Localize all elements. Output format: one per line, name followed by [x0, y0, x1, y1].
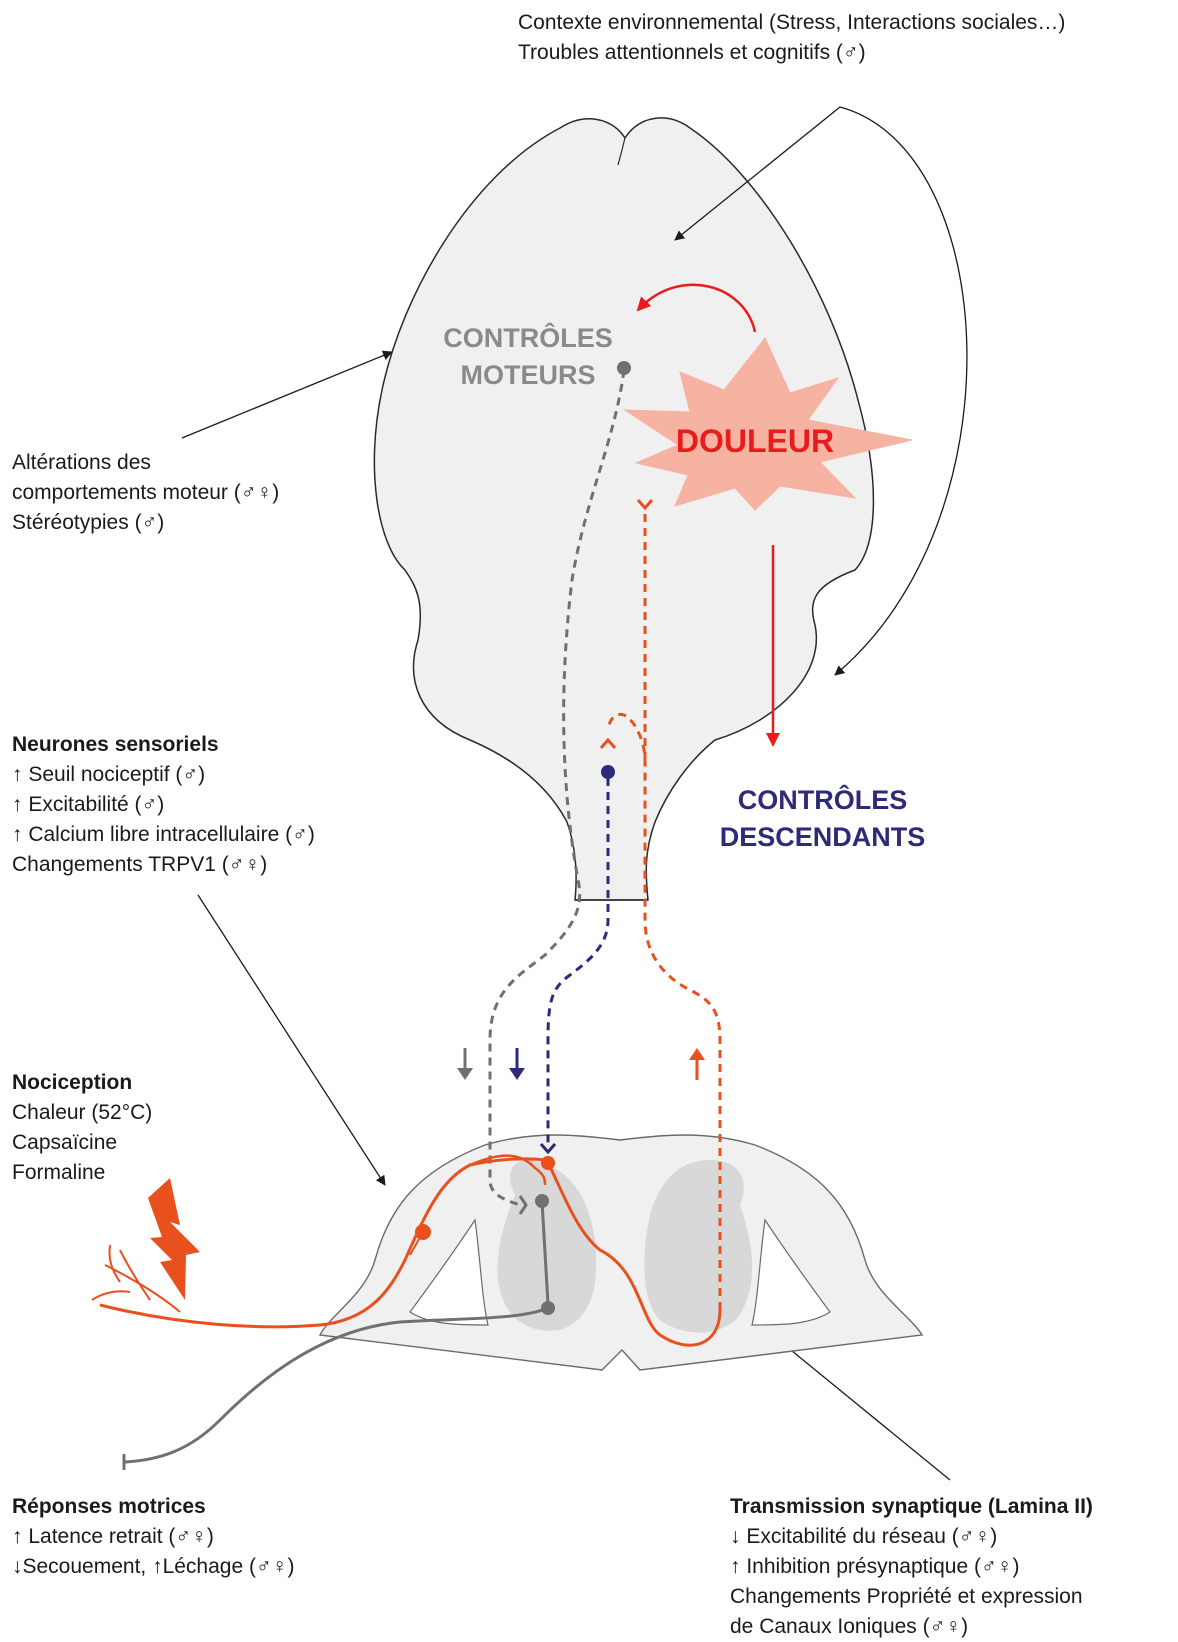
motor-controls-line2: MOTEURS	[428, 357, 628, 394]
ascending-up-arrow	[689, 1048, 705, 1080]
descending-controls-line2: DESCENDANTS	[695, 819, 950, 856]
sensory-neurons-item: ↑ Excitabilité (♂)	[12, 790, 315, 820]
sensory-neurons-item: Changements TRPV1 (♂♀)	[12, 850, 315, 880]
context-line1: Contexte environnemental (Stress, Intera…	[518, 8, 1065, 38]
motor-responses-item: ↓Secouement, ↑Léchage (♂♀)	[12, 1552, 294, 1582]
lightning-icon	[148, 1178, 200, 1300]
context-line2: Troubles attentionnels et cognitifs (♂)	[518, 38, 1065, 68]
context-label: Contexte environnemental (Stress, Intera…	[518, 8, 1065, 68]
sensory-neurons-arrow	[198, 895, 385, 1185]
nociception-item: Capsaïcine	[12, 1128, 152, 1158]
motor-behaviour-line1: Altérations des	[12, 448, 279, 478]
descending-controls-label: CONTRÔLES DESCENDANTS	[695, 782, 950, 856]
sensory-neurons-text: Neurones sensoriels ↑ Seuil nociceptif (…	[12, 730, 315, 880]
synaptic-transmission-title: Transmission synaptique (Lamina II)	[730, 1492, 1093, 1522]
nociception-item: Formaline	[12, 1158, 152, 1188]
sensory-neurons-title: Neurones sensoriels	[12, 730, 315, 760]
motor-responses-text: Réponses motrices ↑ Latence retrait (♂♀)…	[12, 1492, 294, 1582]
nociception-text: Nociception Chaleur (52°C) Capsaïcine Fo…	[12, 1068, 152, 1188]
motor-controls-label: CONTRÔLES MOTEURS	[428, 320, 628, 394]
synaptic-transmission-item: de Canaux Ioniques (♂♀)	[730, 1612, 1093, 1642]
nociception-title: Nociception	[12, 1068, 152, 1098]
motor-responses-title: Réponses motrices	[12, 1492, 294, 1522]
descending-controls-line1: CONTRÔLES	[695, 782, 950, 819]
motor-behaviour-line3: Stéréotypies (♂)	[12, 508, 279, 538]
synaptic-transmission-item: ↑ Inhibition présynaptique (♂♀)	[730, 1552, 1093, 1582]
motor-behaviour-arrow	[182, 352, 392, 438]
afferent-dendrites	[92, 1245, 180, 1312]
pain-label: DOULEUR	[660, 421, 850, 461]
motor-controls-line1: CONTRÔLES	[428, 320, 628, 357]
sensory-neurons-item: ↑ Calcium libre intracellulaire (♂)	[12, 820, 315, 850]
synaptic-transmission-item: ↓ Excitabilité du réseau (♂♀)	[730, 1522, 1093, 1552]
descending-origin-node	[601, 765, 615, 779]
motor-behaviour-line2: comportements moteur (♂♀)	[12, 478, 279, 508]
nociception-item: Chaleur (52°C)	[12, 1098, 152, 1128]
synaptic-transmission-text: Transmission synaptique (Lamina II) ↓ Ex…	[730, 1492, 1093, 1642]
motor-behaviour-text: Altérations des comportements moteur (♂♀…	[12, 448, 279, 538]
descending-down-arrow	[509, 1048, 525, 1080]
motor-down-arrow	[457, 1048, 473, 1080]
synaptic-transmission-item: Changements Propriété et expression	[730, 1582, 1093, 1612]
sensory-neurons-item: ↑ Seuil nociceptif (♂)	[12, 760, 315, 790]
motor-responses-item: ↑ Latence retrait (♂♀)	[12, 1522, 294, 1552]
